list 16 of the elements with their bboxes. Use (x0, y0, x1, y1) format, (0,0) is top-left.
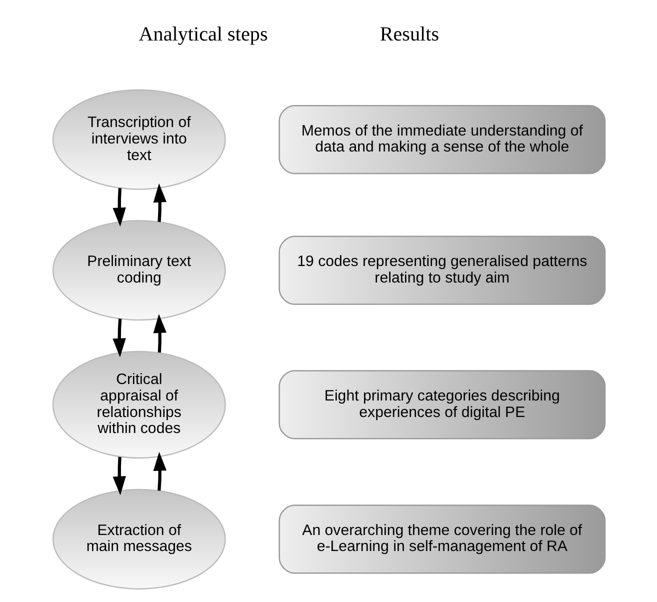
arrow (152, 452, 166, 491)
node-box: An overarching theme covering the role of e-Learning in self-management of RA (278, 504, 606, 574)
label: Analytical steps (138, 24, 268, 46)
arrow (112, 188, 126, 227)
label: Results (379, 24, 439, 46)
node-box: Eight primary categories describing experiences of digital PE (278, 370, 606, 440)
arrow (112, 456, 126, 496)
node-ellipse: Critical appraisal of relationships within codes (52, 350, 226, 459)
node-ellipse: Transcription of interviews into text (52, 89, 226, 190)
node-box: 19 codes representing generalised patterns relating to study aim (278, 236, 606, 305)
node-ellipse: Extraction of main messages (52, 488, 226, 590)
node-box: Memos of the immediate understanding of data and making a sense of the whole (278, 104, 606, 174)
arrow (152, 314, 166, 353)
arrow (112, 318, 126, 358)
node-ellipse: Preliminary text coding (52, 220, 226, 321)
arrow (152, 183, 166, 222)
